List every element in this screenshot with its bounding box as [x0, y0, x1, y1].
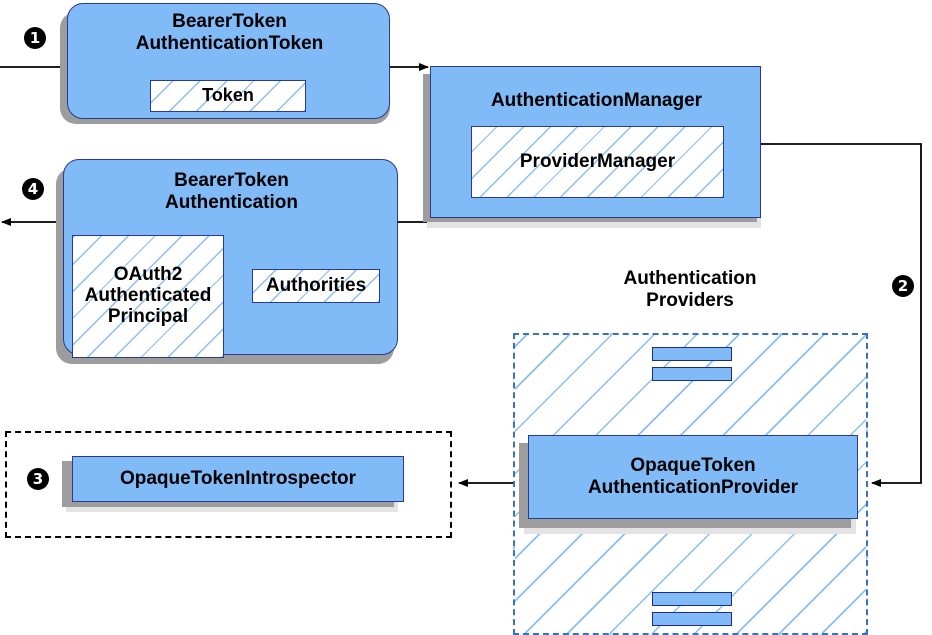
- oauth2-authenticated-principal-box[interactable]: OAuth2 Authenticated Principal: [72, 235, 224, 358]
- provider-manager-label: ProviderManager: [519, 150, 676, 172]
- opaque-token-authentication-provider[interactable]: OpaqueToken AuthenticationProvider: [528, 435, 858, 519]
- authentication-providers-caption: Authentication Providers: [623, 268, 757, 312]
- opaque-token-authentication-provider-title: OpaqueToken AuthenticationProvider: [587, 454, 799, 498]
- opaque-token-introspector[interactable]: OpaqueTokenIntrospector: [72, 456, 404, 502]
- provider-stack-bar-bottom-2: [652, 612, 732, 626]
- bearer-token-authentication-token[interactable]: BearerToken AuthenticationToken Token: [67, 3, 390, 119]
- authorities-label: Authorities: [265, 274, 367, 296]
- badge-step-1: 1: [24, 27, 46, 49]
- token-inner-label: Token: [202, 85, 254, 106]
- badge-step-2: 2: [892, 275, 914, 297]
- opaque-token-introspector-group: [5, 431, 452, 538]
- badge-step-4: 4: [22, 178, 44, 200]
- provider-manager-inner-box[interactable]: ProviderManager: [471, 126, 724, 198]
- oauth2-authenticated-principal-label: OAuth2 Authenticated Principal: [84, 264, 212, 327]
- provider-stack-bar-top-1: [652, 347, 732, 361]
- provider-stack-bar-top-2: [652, 367, 732, 381]
- authentication-manager[interactable]: AuthenticationManager ProviderManager: [430, 66, 761, 218]
- authentication-manager-title: AuthenticationManager: [490, 90, 703, 111]
- badge-step-3: 3: [27, 468, 49, 490]
- authorities-box[interactable]: Authorities: [252, 269, 380, 303]
- bearer-token-authentication[interactable]: BearerToken Authentication OAuth2 Authen…: [63, 159, 398, 358]
- bearer-token-authentication-title: BearerToken Authentication: [165, 170, 298, 214]
- opaque-token-introspector-title: OpaqueTokenIntrospector: [119, 467, 357, 489]
- bearer-token-authentication-token-title: BearerToken AuthenticationToken: [135, 11, 324, 55]
- token-inner-box[interactable]: Token: [150, 80, 306, 112]
- provider-stack-bar-bottom-1: [652, 592, 732, 606]
